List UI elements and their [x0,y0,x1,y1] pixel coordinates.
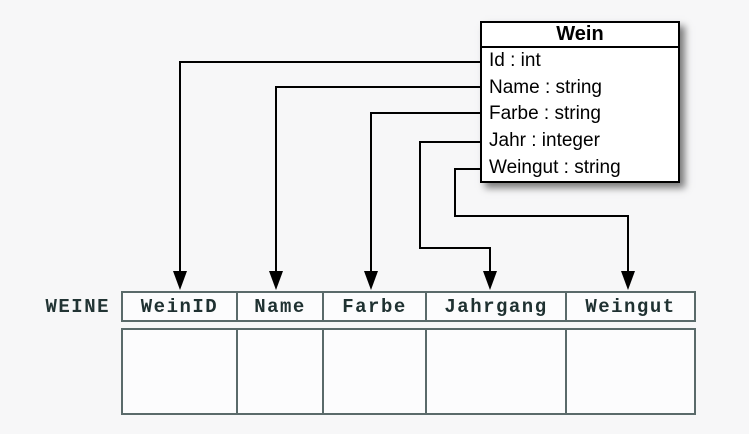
uml-class-box-wein: Wein Id : int Name : string Farbe : stri… [480,21,680,183]
table-cell-weingut [567,330,694,413]
class-title: Wein [482,23,678,48]
connector-weingut-to-weingut [454,168,635,290]
column-header-farbe: Farbe [324,293,425,320]
class-attribute-id: Id : int [489,50,541,72]
class-attribute-jahr: Jahr : integer [489,130,600,152]
class-attribute-list: Id : int Name : string Farbe : string Ja… [482,48,678,181]
table-name-label: WEINE [45,295,110,318]
table-cell-weinid [123,330,236,413]
class-attribute-weingut: Weingut : string [489,156,621,178]
table-cell-name [238,330,322,413]
table-cell-jahrgang [427,330,565,413]
column-header-jahrgang: Jahrgang [427,293,565,320]
connector-farbe-to-farbe [364,112,481,290]
column-header-name: Name [238,293,322,320]
class-attribute-farbe: Farbe : string [489,103,601,125]
table-cell-farbe [324,330,425,413]
class-attribute-name: Name : string [489,76,602,98]
connector-jahr-to-jahrgang [419,141,497,290]
column-header-weinid: WeinID [123,293,236,320]
column-header-weingut: Weingut [567,293,694,320]
connector-id-to-weinid [173,61,481,290]
connector-name-to-name [269,86,481,290]
table-header-row: WeinID Name Farbe Jahrgang Weingut [121,291,696,322]
table-body-row [121,328,696,415]
